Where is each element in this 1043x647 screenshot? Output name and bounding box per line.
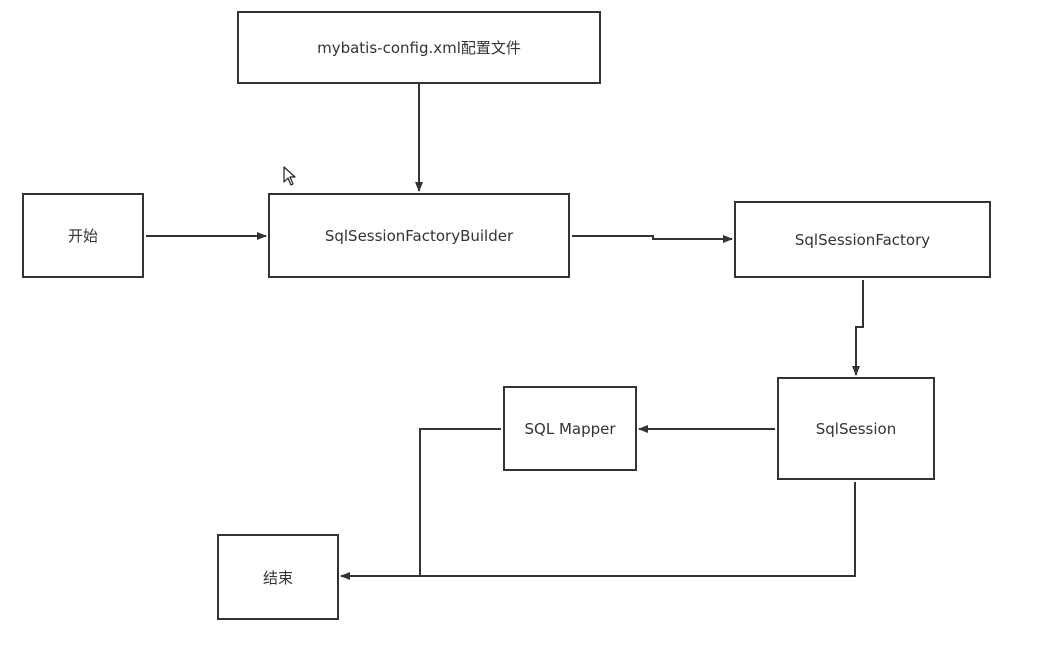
node-sqlsession[interactable]: SqlSession (777, 377, 935, 480)
node-config-file[interactable]: mybatis-config.xml配置文件 (237, 11, 601, 84)
node-end-label: 结束 (262, 568, 293, 587)
edge-builder-to-factory (572, 235, 733, 243)
node-sqlsessionfactorybuilder[interactable]: SqlSessionFactoryBuilder (268, 193, 570, 278)
edge-mapper-to-end (340, 428, 501, 580)
node-sqlsession-label: SqlSession (815, 419, 897, 438)
node-sql-mapper-label: SQL Mapper (524, 419, 616, 438)
node-end[interactable]: 结束 (217, 534, 339, 620)
node-sql-mapper[interactable]: SQL Mapper (503, 386, 637, 471)
mouse-pointer-icon (283, 166, 296, 186)
node-start-label: 开始 (67, 227, 98, 245)
node-start[interactable]: 开始 (22, 193, 144, 278)
node-sqlsessionfactorybuilder-label: SqlSessionFactoryBuilder (324, 226, 514, 245)
node-sqlsessionfactory-label: SqlSessionFactory (794, 230, 931, 249)
node-sqlsessionfactory[interactable]: SqlSessionFactory (734, 201, 991, 278)
edge-factory-to-session (852, 280, 864, 376)
edge-session-to-end (420, 482, 856, 577)
node-config-file-label: mybatis-config.xml配置文件 (317, 39, 521, 57)
